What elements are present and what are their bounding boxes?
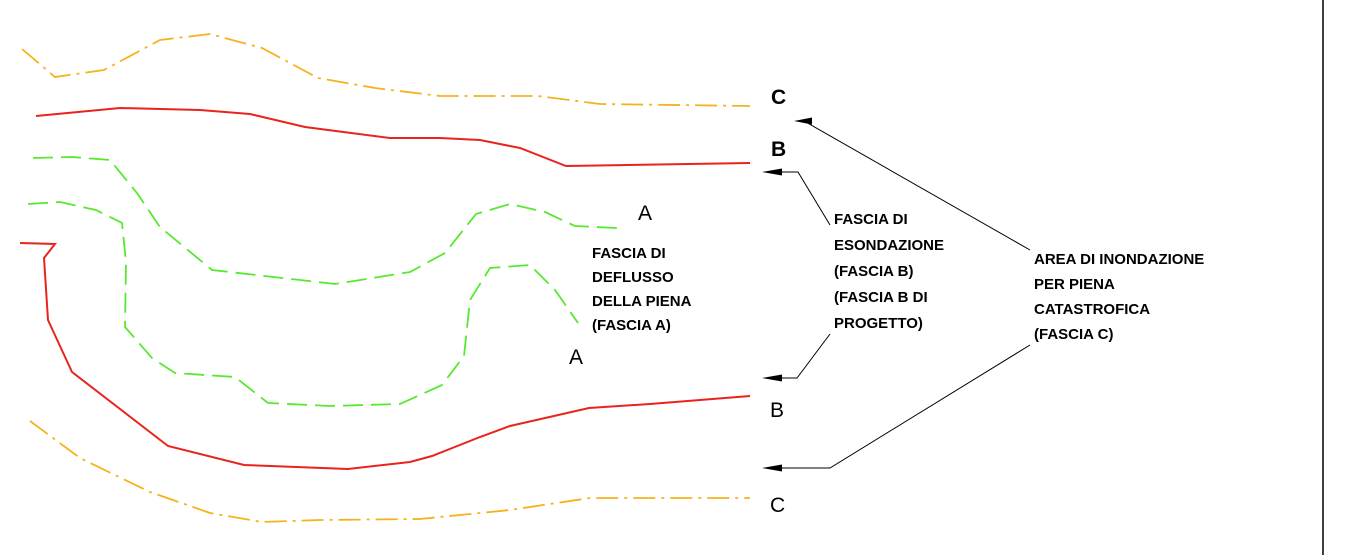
fascia-c-boundary-top xyxy=(21,33,751,107)
fascia-a-description-line: DEFLUSSO xyxy=(592,269,674,286)
fascia-c-description-line: CATASTROFICA xyxy=(1034,301,1150,318)
fascia-a-boundary-upper xyxy=(32,156,618,285)
fascia-b-leader-bottom xyxy=(768,333,831,379)
fascia-b-leader-top xyxy=(768,171,831,226)
label-c-bottom: C xyxy=(770,494,785,517)
fascia-b-arrow-top xyxy=(762,168,782,176)
fascia-a-boundary-lower xyxy=(27,201,579,407)
fascia-c-description-line: PER PIENA xyxy=(1034,276,1115,293)
fascia-a-description-line: FASCIA DI xyxy=(592,245,666,262)
fascia-b-description-line: PROGETTO) xyxy=(834,315,923,332)
fascia-a-description: FASCIA DI DEFLUSSO DELLA PIENA (FASCIA A… xyxy=(592,245,695,334)
label-c-top: C xyxy=(771,86,786,109)
fascia-c-description: AREA DI INONDAZIONE PER PIENA CATASTROFI… xyxy=(1034,251,1208,343)
fascia-b-description-line: (FASCIA B) xyxy=(834,263,913,280)
fascia-b-arrow-bottom xyxy=(762,374,782,382)
fascia-a-description-line: (FASCIA A) xyxy=(592,317,671,334)
fascia-c-leader-bottom xyxy=(768,344,1031,469)
fascia-c-boundary-bottom xyxy=(29,420,750,523)
fascia-c-leader-top xyxy=(800,120,1031,251)
fascia-b-boundary-bottom xyxy=(19,242,751,471)
fascia-b-description-line: FASCIA DI xyxy=(834,211,908,228)
fascia-b-boundary-top xyxy=(35,106,751,168)
fascia-c-arrow-top xyxy=(794,117,812,125)
fascia-b-description: FASCIA DI ESONDAZIONE (FASCIA B) (FASCIA… xyxy=(834,211,948,332)
label-a-bottom: A xyxy=(569,346,583,369)
label-a-top: A xyxy=(638,202,652,225)
label-b-bottom: B xyxy=(770,399,784,422)
fascia-c-arrow-bottom xyxy=(762,464,782,472)
fascia-b-description-line: ESONDAZIONE xyxy=(834,237,944,254)
fascia-a-description-line: DELLA PIENA xyxy=(592,293,692,310)
label-b-top: B xyxy=(771,138,786,161)
fascia-c-description-line: AREA DI INONDAZIONE xyxy=(1034,251,1204,268)
fascia-c-description-line: (FASCIA C) xyxy=(1034,326,1113,343)
fascia-b-description-line: (FASCIA B DI xyxy=(834,289,928,306)
